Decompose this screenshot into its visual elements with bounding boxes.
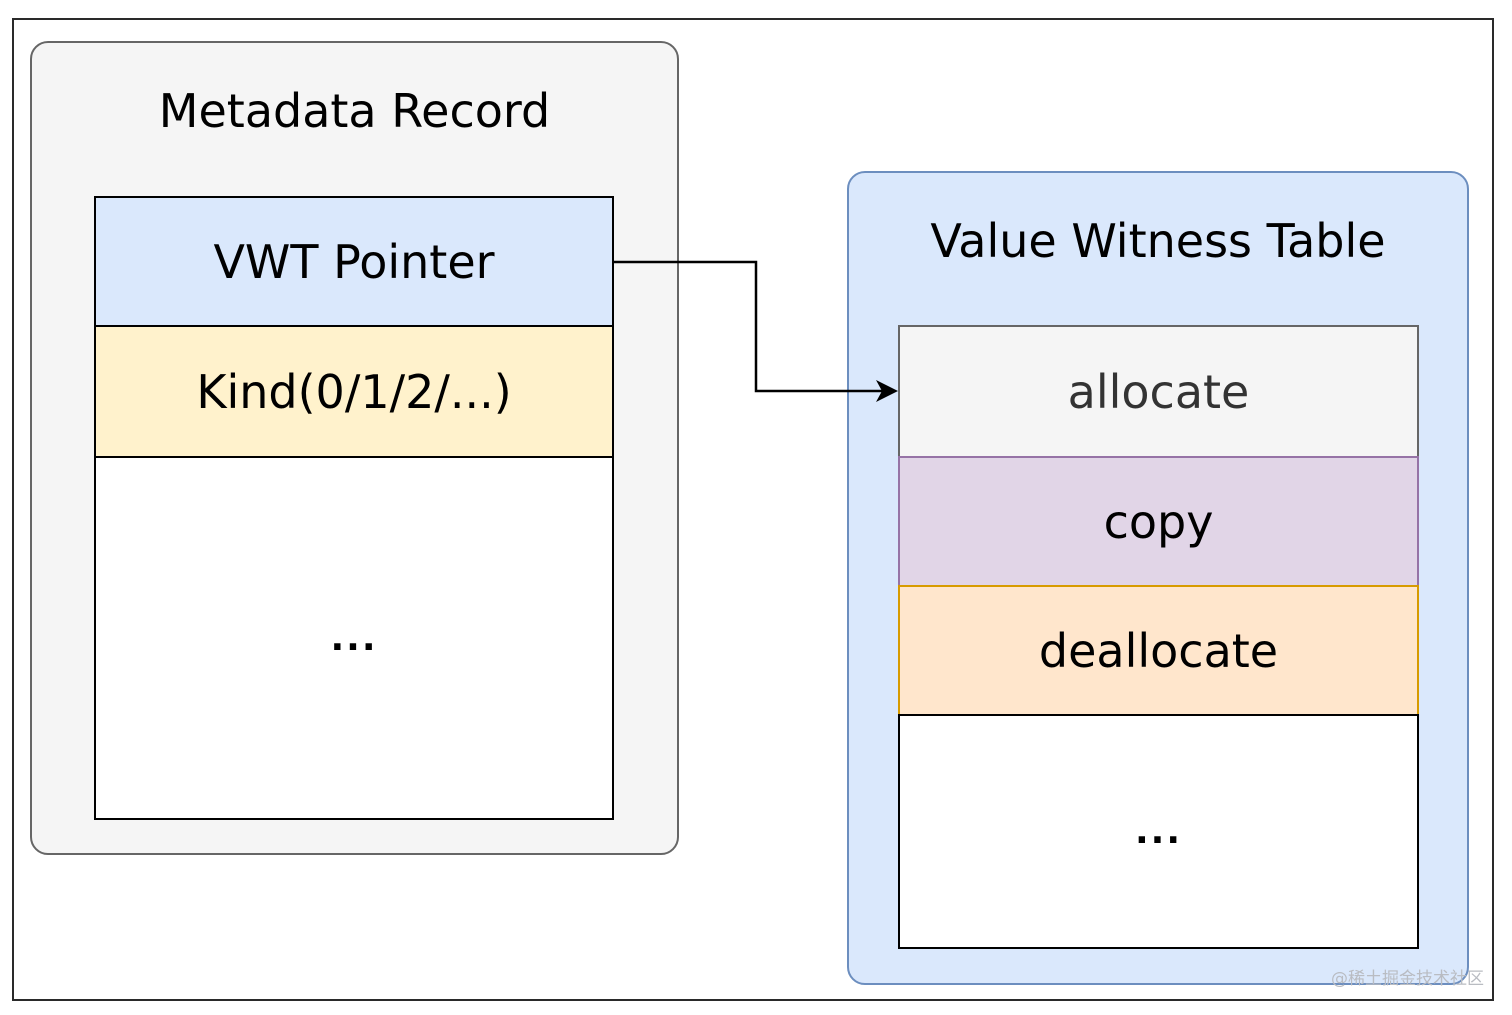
vwt-rest-cell: ... (898, 714, 1419, 949)
metadata-rest-cell: ... (94, 456, 614, 820)
deallocate-label: deallocate (1038, 623, 1279, 678)
value-witness-table-title: Value Witness Table (930, 214, 1386, 268)
copy-cell: copy (898, 456, 1419, 587)
kind-cell: Kind(0/1/2/...) (94, 325, 614, 458)
vwt-pointer-label: VWT Pointer (213, 234, 495, 289)
allocate-label: allocate (1067, 364, 1250, 419)
vwt-pointer-cell: VWT Pointer (94, 196, 614, 327)
vwt-ellipsis: ... (1134, 811, 1183, 852)
watermark: @稀土掘金技术社区 (1331, 969, 1484, 989)
metadata-ellipsis: ... (330, 617, 378, 659)
metadata-record-title: Metadata Record (158, 84, 551, 138)
allocate-cell: allocate (898, 325, 1419, 458)
diagram-frame (12, 18, 1494, 1001)
kind-label: Kind(0/1/2/...) (196, 364, 512, 419)
deallocate-cell: deallocate (898, 585, 1419, 716)
copy-label: copy (1103, 494, 1214, 549)
